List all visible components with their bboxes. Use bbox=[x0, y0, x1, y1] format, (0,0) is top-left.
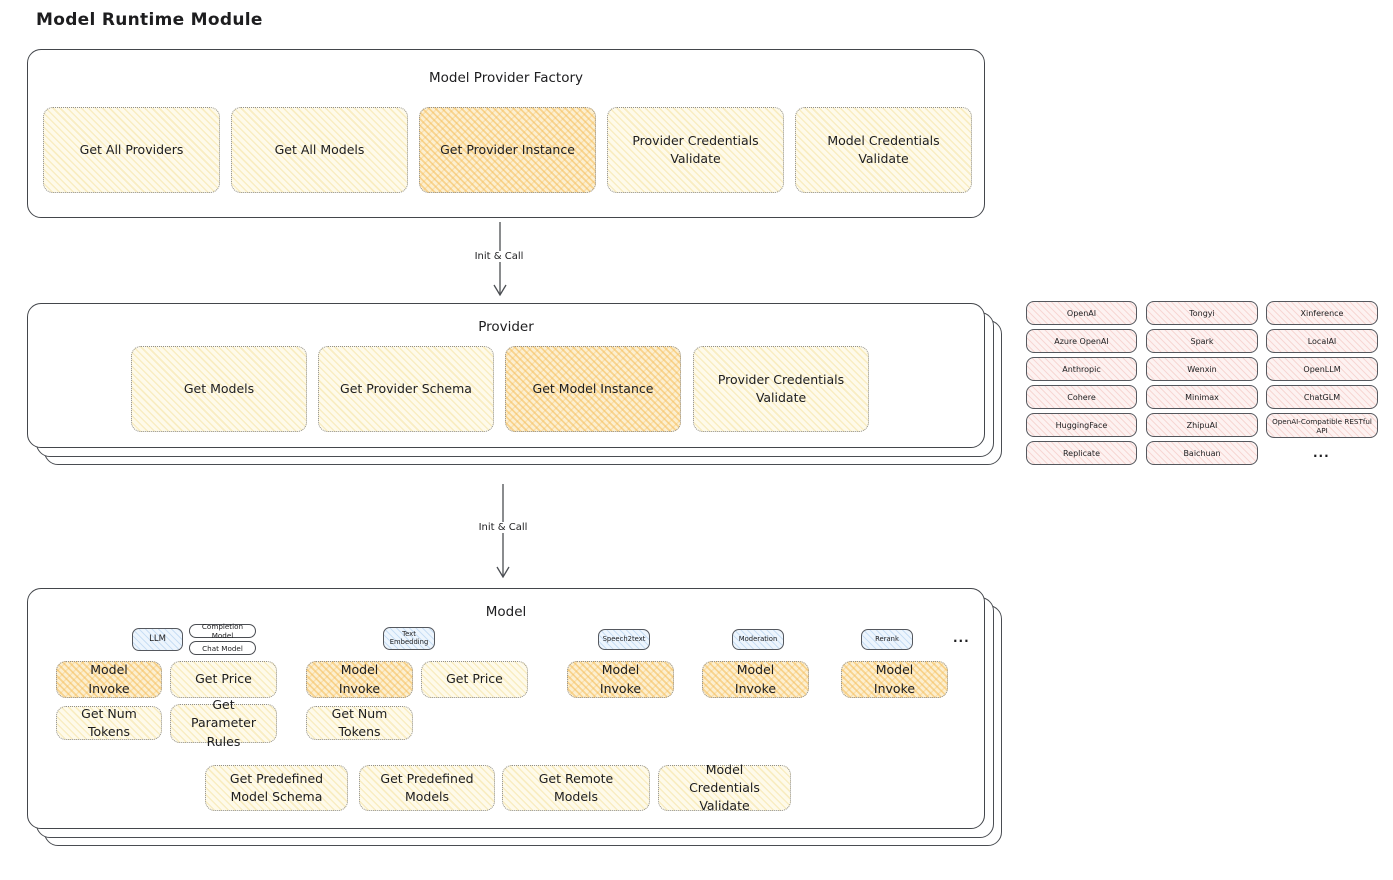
factory-button-get-all-providers: Get All Providers bbox=[43, 107, 220, 193]
provider-chip-openai: OpenAI bbox=[1026, 301, 1137, 325]
provider-chip-minimax: Minimax bbox=[1146, 385, 1258, 409]
tab-moderation: Moderation bbox=[732, 629, 784, 650]
embedding-get-num-tokens: Get Num Tokens bbox=[306, 706, 413, 740]
provider-chip-anthropic: Anthropic bbox=[1026, 357, 1137, 381]
llm-model-invoke: Model Invoke bbox=[56, 661, 162, 698]
shared-get-predefined-models: Get Predefined Models bbox=[359, 765, 495, 811]
provider-chip-wenxin: Wenxin bbox=[1146, 357, 1258, 381]
provider-title: Provider bbox=[478, 319, 534, 335]
provider-chip-replicate: Replicate bbox=[1026, 441, 1137, 465]
speech2text-model-invoke: Model Invoke bbox=[567, 661, 674, 698]
arrow1-label: Init & Call bbox=[471, 251, 527, 262]
shared-get-remote-models: Get Remote Models bbox=[502, 765, 650, 811]
factory-title: Model Provider Factory bbox=[428, 70, 583, 86]
provider-stack: Provider Get Models Get Provider Schema … bbox=[27, 303, 1002, 465]
provider-chip-openai-compatible: OpenAI-Compatible RESTful API bbox=[1266, 413, 1378, 438]
factory-button-provider-credentials-validate: Provider Credentials Validate bbox=[607, 107, 784, 193]
provider-button-provider-credentials-validate: Provider Credentials Validate bbox=[693, 346, 869, 432]
provider-chip-chatglm: ChatGLM bbox=[1266, 385, 1378, 409]
llm-get-num-tokens: Get Num Tokens bbox=[56, 706, 162, 740]
provider-button-get-provider-schema: Get Provider Schema bbox=[318, 346, 494, 432]
factory-box: Model Provider Factory Get All Providers… bbox=[27, 49, 985, 218]
tab-text-embedding: Text Embedding bbox=[383, 627, 435, 650]
embedding-model-invoke: Model Invoke bbox=[306, 661, 413, 698]
shared-get-predefined-model-schema: Get Predefined Model Schema bbox=[205, 765, 348, 811]
provider-button-get-models: Get Models bbox=[131, 346, 307, 432]
tab-speech2text: Speech2text bbox=[598, 629, 650, 650]
rerank-model-invoke: Model Invoke bbox=[841, 661, 948, 698]
tab-completion-model: Completion Model bbox=[189, 622, 256, 640]
provider-chip-zhipuai: ZhipuAI bbox=[1146, 413, 1258, 437]
provider-chip-tongyi: Tongyi bbox=[1146, 301, 1258, 325]
provider-chip-huggingface: HuggingFace bbox=[1026, 413, 1137, 437]
page-title: Model Runtime Module bbox=[36, 10, 263, 30]
provider-chip-localai: LocalAI bbox=[1266, 329, 1378, 353]
model-stack: Model LLM Completion Model Chat Model Te… bbox=[27, 588, 1002, 846]
llm-get-price: Get Price bbox=[170, 661, 277, 698]
tab-rerank: Rerank bbox=[861, 629, 913, 650]
embedding-get-price: Get Price bbox=[421, 661, 528, 698]
provider-chip-baichuan: Baichuan bbox=[1146, 441, 1258, 465]
model-title: Model bbox=[485, 604, 527, 620]
tab-llm: LLM bbox=[132, 628, 183, 651]
model-box: Model LLM Completion Model Chat Model Te… bbox=[27, 588, 985, 829]
provider-chip-openllm: OpenLLM bbox=[1266, 357, 1378, 381]
providers-grid: OpenAI Azure OpenAI Anthropic Cohere Hug… bbox=[1026, 301, 1380, 473]
moderation-model-invoke: Model Invoke bbox=[702, 661, 809, 698]
provider-button-get-model-instance: Get Model Instance bbox=[505, 346, 681, 432]
providers-ellipsis: ... bbox=[1313, 446, 1330, 460]
factory-button-get-all-models: Get All Models bbox=[231, 107, 408, 193]
tab-chat-model: Chat Model bbox=[189, 641, 256, 655]
shared-model-credentials-validate: Model Credentials Validate bbox=[658, 762, 791, 813]
provider-chip-azure-openai: Azure OpenAI bbox=[1026, 329, 1137, 353]
provider-chip-cohere: Cohere bbox=[1026, 385, 1137, 409]
provider-box: Provider Get Models Get Provider Schema … bbox=[27, 303, 985, 448]
factory-button-get-provider-instance: Get Provider Instance bbox=[419, 107, 596, 193]
provider-chip-xinference: Xinference bbox=[1266, 301, 1378, 325]
arrow2-label: Init & Call bbox=[475, 522, 531, 533]
model-tabs-ellipsis: ... bbox=[953, 631, 970, 645]
provider-chip-spark: Spark bbox=[1146, 329, 1258, 353]
llm-get-parameter-rules: Get Parameter Rules bbox=[170, 697, 277, 749]
factory-button-model-credentials-validate: Model Credentials Validate bbox=[795, 107, 972, 193]
